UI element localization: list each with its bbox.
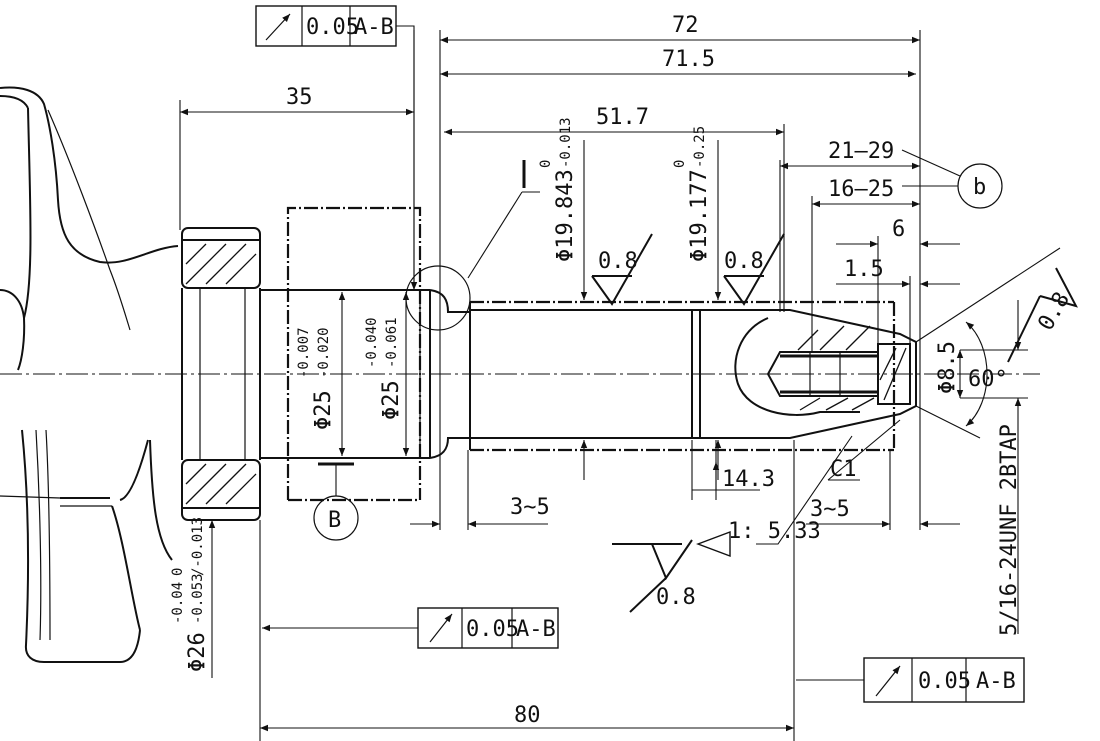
tolerance-frame-top: 0.05 A-B xyxy=(255,5,397,47)
dim-21-29: 21–29 xyxy=(828,139,894,164)
dia-8-5: Φ8.5 xyxy=(935,341,960,394)
tolerance-frame-right: 0.05 A-B xyxy=(863,657,1025,703)
dia-19-843: Φ19.843 xyxy=(553,169,578,262)
roughness-2: 0.8 xyxy=(724,249,764,274)
svg-text:-0.25: -0.25 xyxy=(692,126,708,168)
flange xyxy=(181,227,261,521)
tolerance-datum: A-B xyxy=(354,15,394,40)
tolerance-frame-mid: 0.05 A-B xyxy=(417,607,559,649)
svg-text:-0.061: -0.061 xyxy=(384,317,400,368)
thread-spec: 5/16-24UNF 2BTAP xyxy=(997,424,1022,636)
svg-text:-0.040: -0.040 xyxy=(364,317,380,368)
tolerance-value: 0.05 xyxy=(466,617,519,642)
diameter-labels: Φ25 -0.007 -0.020 Φ25 -0.040 -0.061 Φ19.… xyxy=(170,117,960,672)
detail-callout xyxy=(262,25,1078,681)
dimension-lines xyxy=(179,30,1061,741)
dim-1-5: 1.5 xyxy=(844,257,884,282)
dim-16-25: 16–25 xyxy=(828,177,894,202)
svg-text:-0.053: -0.053 xyxy=(190,573,206,624)
tolerance-datum: A-B xyxy=(516,617,556,642)
dim-80: 80 xyxy=(514,703,541,728)
chamfer-c1: C1 xyxy=(830,457,857,482)
dia-19-177: Φ19.177 xyxy=(687,169,712,262)
tolerance-value: 0.05 xyxy=(918,669,971,694)
angle-60: 60° xyxy=(968,367,1008,392)
shaft-outline xyxy=(260,206,917,502)
callout-b: b xyxy=(973,175,986,200)
roughness-4: 0.8 xyxy=(1034,288,1076,335)
dim-51-7: 51.7 xyxy=(596,105,649,130)
svg-text:-0.013: -0.013 xyxy=(558,117,574,168)
svg-text:-0.04: -0.04 xyxy=(170,582,186,624)
taper-ratio: 1: 5.33 xyxy=(728,519,821,544)
svg-text:/-0.013: /-0.013 xyxy=(190,517,206,576)
dim-3-5-left: 3~5 xyxy=(510,495,550,520)
svg-text:0: 0 xyxy=(538,160,554,168)
callout-labels: b B xyxy=(328,175,986,533)
dia-25-b: Φ25 xyxy=(379,380,404,420)
runout-icon xyxy=(429,613,453,643)
dia-26: Φ26 xyxy=(185,632,210,672)
tolerance-datum: A-B xyxy=(976,669,1016,694)
runout-icon xyxy=(265,13,291,41)
dim-6: 6 xyxy=(892,217,905,242)
dia-25-a: Φ25 xyxy=(311,390,336,430)
roughness-3: 0.8 xyxy=(656,585,696,610)
dim-72: 72 xyxy=(672,13,699,38)
svg-text:0: 0 xyxy=(170,568,186,576)
roughness-1: 0.8 xyxy=(598,249,638,274)
dim-3-5-right: 3~5 xyxy=(810,497,850,522)
datum-b: B xyxy=(328,508,341,533)
crank-body xyxy=(0,86,179,663)
dim-71-5: 71.5 xyxy=(662,47,715,72)
dim-35: 35 xyxy=(286,85,313,110)
svg-text:-0.007: -0.007 xyxy=(296,327,312,378)
dim-14-3: 14.3 xyxy=(722,467,775,492)
runout-icon xyxy=(875,665,901,697)
tolerance-value: 0.05 xyxy=(306,15,359,40)
dimension-labels: 72 71.5 51.7 35 21–29 16–25 6 1.5 14.3 3… xyxy=(286,13,1022,728)
svg-text:0: 0 xyxy=(672,160,688,168)
svg-text:-0.020: -0.020 xyxy=(316,327,332,378)
